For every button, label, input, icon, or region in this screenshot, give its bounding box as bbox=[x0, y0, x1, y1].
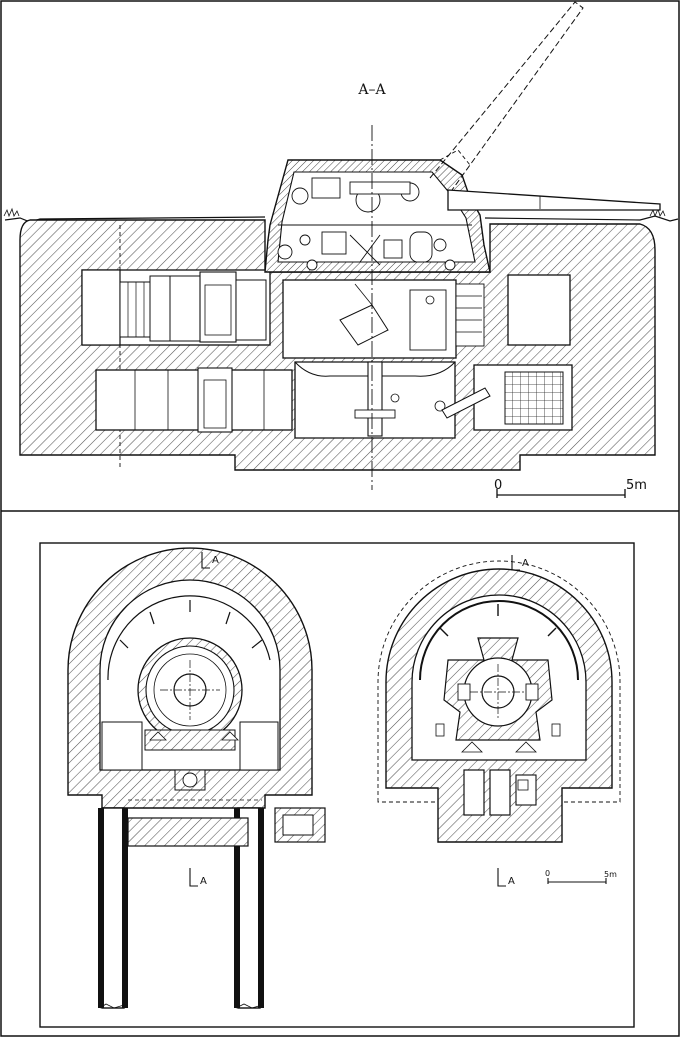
section-view: A–A bbox=[3, 1, 679, 498]
plan-frame bbox=[39, 542, 635, 1028]
section-marker-right-top: A bbox=[522, 558, 529, 569]
access-ramp bbox=[441, 387, 491, 419]
ground-line-right bbox=[484, 215, 679, 222]
scale-bar-top: 0 5m bbox=[494, 478, 647, 498]
scale-bar-bottom: 0 5m bbox=[545, 869, 617, 884]
ammunition-hoist bbox=[339, 304, 389, 346]
section-title: A–A bbox=[357, 82, 386, 98]
corridor-left-a bbox=[101, 807, 125, 1009]
scale-top-start: 0 bbox=[494, 478, 502, 493]
gun-machinery bbox=[277, 177, 456, 271]
plan-right: A A 0 5m bbox=[377, 555, 621, 887]
scale-top-end: 5m bbox=[626, 478, 647, 493]
max-elevation-outline bbox=[429, 1, 584, 191]
scale-bottom-start: 0 bbox=[545, 869, 550, 878]
section-marker-right-bottom: A bbox=[508, 876, 515, 887]
pivot-column bbox=[367, 361, 383, 437]
section-marker-left-top: A bbox=[212, 555, 219, 566]
section-marker-left-bottom: A bbox=[200, 876, 207, 887]
scale-bottom-end: 5m bbox=[604, 870, 617, 879]
right-magazine bbox=[507, 274, 571, 346]
gun-barrel bbox=[447, 189, 661, 211]
lower-gallery bbox=[95, 369, 293, 431]
plan-left: A A bbox=[67, 547, 326, 1009]
stairwell bbox=[504, 371, 564, 425]
